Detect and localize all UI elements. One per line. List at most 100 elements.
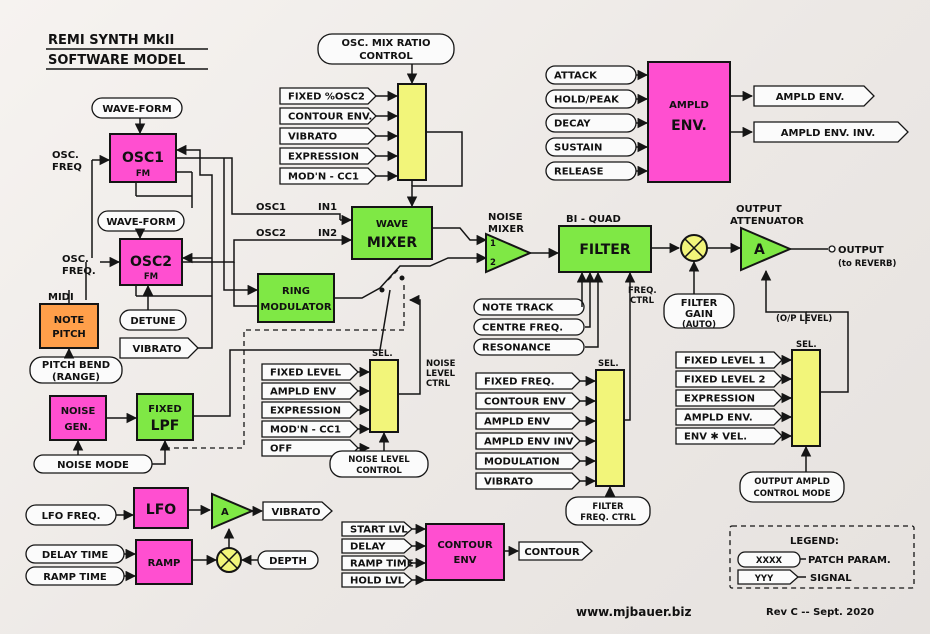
depth-tag[interactable]: DEPTH [257,550,319,570]
filter-freq-input-5[interactable]: MODULATION [475,452,597,470]
filter-input-1[interactable]: NOTE TRACK [473,298,585,316]
output-level-input-3[interactable]: EXPRESSION [675,389,793,407]
waveform-1-tag[interactable]: WAVE-FORM [91,97,183,119]
mix-ratio-control-tag[interactable]: OSC. MIX RATIO CONTROL [317,33,455,65]
ampld-env-input-5[interactable]: RELEASE [545,161,649,181]
noise-mode-tag[interactable]: NOISE MODE [33,454,153,474]
filter-input-3[interactable]: RESONANCE [473,338,585,356]
noise-mixer-label-2: MIXER [488,224,524,235]
noise-level-input-2[interactable]: AMPLD ENV [261,382,371,400]
filter-freq-input-2[interactable]: CONTOUR ENV [475,392,597,410]
osc1-freq-label-b: FREQ [52,162,82,173]
filter-freq-input-6[interactable]: VIBRATO [475,472,597,490]
contour-out-label: CONTOUR [524,547,580,558]
ampld-env-input-3[interactable]: DECAY [545,113,649,133]
contour-input-1[interactable]: START LVL [341,521,427,537]
output-level-input-5[interactable]: ENV ✱ VEL. [675,427,793,445]
ramp-time-label: RAMP TIME [43,572,107,583]
noise-level-input-1-label: FIXED LEVEL [270,368,342,379]
waveform-2-tag[interactable]: WAVE-FORM [97,210,185,232]
mix-ratio-input-3[interactable]: VIBRATO [279,127,399,145]
filter-freq-input-4[interactable]: AMPLD ENV INV [475,432,597,450]
legend-patch-symbol: XXXX [737,551,801,568]
mix-ratio-input-2-shape [279,107,377,125]
ramp-time-tag[interactable]: RAMP TIME [25,566,125,586]
noise-level-control-2: CONTROL [356,466,402,476]
filter-freq-input-3[interactable]: AMPLD ENV [475,412,597,430]
midi-label: MIDI [48,292,74,303]
output-level-input-3-label: EXPRESSION [684,394,755,405]
ampld-env-input-2[interactable]: HOLD/PEAK [545,89,649,109]
mix-ratio-line-1: OSC. MIX RATIO [342,38,431,49]
filter-freq-selector[interactable] [595,369,625,487]
note-pitch-box [39,303,99,349]
mixer-in1-label: IN1 [318,202,337,213]
noise-level-selector[interactable] [369,359,399,433]
output-level-input-2[interactable]: FIXED LEVEL 2 [675,370,793,388]
output-level-selector[interactable] [791,349,821,447]
delay-time-tag[interactable]: DELAY TIME [25,544,125,564]
mix-ratio-input-2-label: CONTOUR ENV. [288,112,372,123]
output-control-mode-tag[interactable]: OUTPUT AMPLD CONTROL MODE [739,471,845,503]
mix-ratio-line-2: CONTROL [359,51,413,62]
noise-level-input-2-label: AMPLD ENV [270,387,336,398]
contour-input-2-label: DELAY [350,542,386,553]
ring-modulator-block: RING MODULATOR [257,273,335,323]
filter-freq-input-6-label: VIBRATO [484,477,533,488]
lfo-freq-tag[interactable]: LFO FREQ. [25,504,117,526]
filter-input-1-label: NOTE TRACK [482,303,555,314]
mix-ratio-selector[interactable] [397,83,427,181]
output-level-input-4-shape [675,408,783,426]
vibrato-osc-label: VIBRATO [132,344,181,355]
lfo-amp-letter: A [221,507,229,518]
output-level-input-1[interactable]: FIXED LEVEL 1 [675,351,793,369]
delay-time-label: DELAY TIME [42,550,109,561]
noise-level-input-3[interactable]: EXPRESSION [261,401,371,419]
ampld-env-input-1[interactable]: ATTACK [545,65,649,85]
lfo-amp [211,492,255,530]
mix-ratio-input-4[interactable]: EXPRESSION [279,147,399,165]
filter-freq-input-1[interactable]: FIXED FREQ. [475,372,597,390]
noise-level-ctrl-2: LEVEL [426,369,456,379]
noise-level-ctrl-1: NOISE [426,359,456,369]
noise-level-control-tag[interactable]: NOISE LEVEL CONTROL [329,450,429,478]
pitch-bend-tag[interactable]: PITCH BEND (RANGE) [29,356,123,384]
filter-input-3-label: RESONANCE [482,343,551,354]
noise-gen-box [49,395,107,441]
ring-modulator-box [257,273,335,323]
vibrato-osc-tag[interactable]: VIBRATO [119,337,199,359]
osc1-label: OSC1 [122,150,164,166]
legend-patch-symbol-text: XXXX [756,556,783,566]
mix-ratio-input-5[interactable]: MOD'N - CC1 [279,167,399,185]
filter-input-1-shape [473,298,585,316]
filter-input-2[interactable]: CENTRE FREQ. [473,318,585,336]
mix-ratio-input-1[interactable]: FIXED %OSC2 [279,87,399,105]
ampld-env-input-5-label: RELEASE [554,167,604,178]
output-amp-letter: A [754,242,765,258]
ampld-env-input-4[interactable]: SUSTAIN [545,137,649,157]
filter-gain-tag[interactable]: FILTER GAIN (AUTO) [663,293,735,330]
contour-input-3[interactable]: RAMP TIME [341,555,427,571]
contour-input-3-shape [341,555,413,571]
mix-ratio-input-2[interactable]: CONTOUR ENV. [279,107,399,125]
ampld-env-input-3-label: DECAY [554,119,591,130]
mix-ratio-input-3-label: VIBRATO [288,132,337,143]
filter-gain-1: FILTER [681,298,718,309]
detune-label: DETUNE [130,316,175,327]
ampld-env-inv-out-label: AMPLD ENV. INV. [781,128,875,139]
noise-level-input-4[interactable]: MOD'N - CC1 [261,420,371,438]
noise-mode-label: NOISE MODE [57,460,129,471]
noise-level-input-1[interactable]: FIXED LEVEL [261,363,371,381]
filter-freq-ctrl-tag[interactable]: FILTER FREQ. CTRL [565,496,651,526]
filter-freq-ctrl-1: FREQ. [628,286,657,296]
mix-ratio-input-5-shape [279,167,377,185]
contour-input-4[interactable]: HOLD LVL [341,572,427,588]
detune-tag[interactable]: DETUNE [119,309,187,331]
contour-input-2[interactable]: DELAY [341,538,427,554]
lfo-box [133,487,189,529]
output-level-input-4[interactable]: AMPLD ENV. [675,408,793,426]
mix-ratio-input-4-shape [279,147,377,165]
mix-ratio-input-5-label: MOD'N - CC1 [288,172,359,183]
output-label: OUTPUT [838,245,884,256]
